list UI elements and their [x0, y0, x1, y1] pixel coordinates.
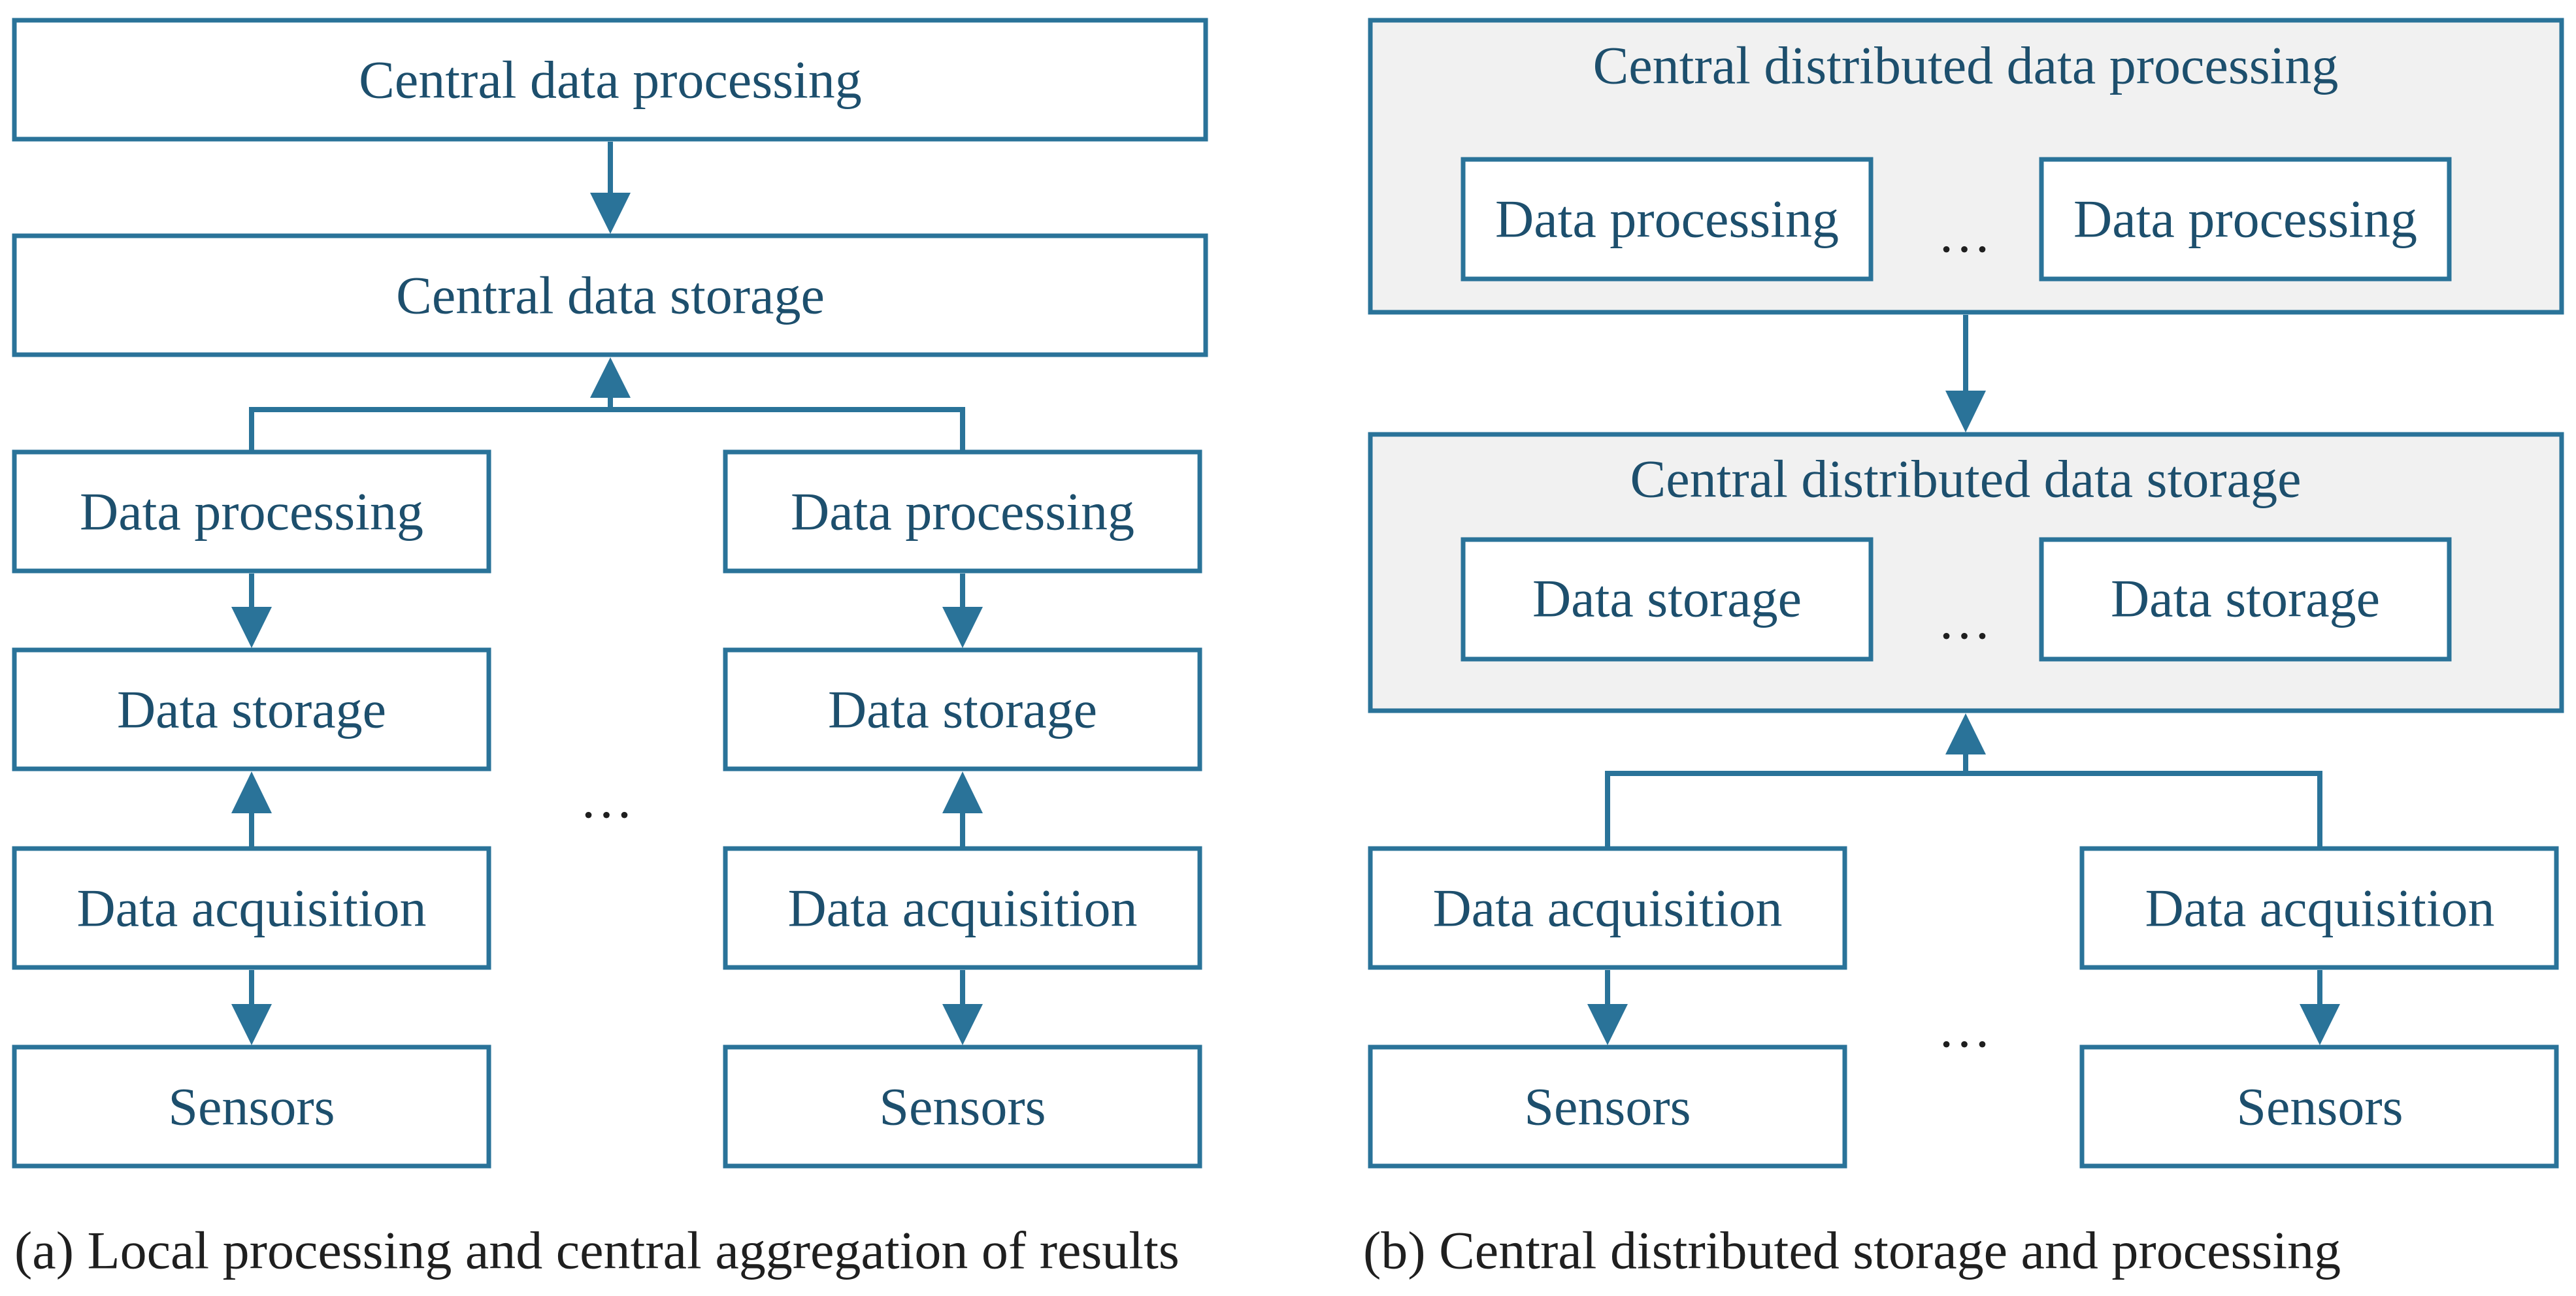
a-left-processing-to-storage-arrow — [231, 574, 272, 648]
a-right-storage-label: Data storage — [828, 680, 1097, 739]
b-right-sensors-box — [2079, 1045, 2559, 1169]
a-right-sensors-box — [723, 1045, 1202, 1169]
b-processing-left-box — [1461, 157, 1874, 282]
b-caption: (b) Central distributed storage and proc… — [1363, 1221, 2341, 1280]
a-left-storage-label: Data storage — [117, 680, 386, 739]
a-right-storage-box — [723, 647, 1202, 771]
b-merge-to-storage-group-arrow — [1605, 713, 2322, 847]
a-left-acquisition-to-storage-arrow — [231, 771, 272, 847]
b-right-acquisition-to-sensors-arrow — [2300, 970, 2340, 1045]
a-right-acquisition-to-sensors-arrow — [942, 970, 983, 1045]
a-processing-to-storage-arrow — [590, 142, 631, 234]
b-storage-group-label: Central distributed data storage — [1630, 449, 2302, 509]
a-right-acquisition-box — [723, 846, 1202, 970]
b-processing-to-storage-arrow — [1945, 315, 1986, 432]
b-right-sensors-label: Sensors — [2236, 1077, 2403, 1137]
b-storage-left-label: Data storage — [1532, 569, 1802, 628]
b-ellipsis: … — [1938, 999, 1991, 1059]
a-merge-to-central-storage-arrow — [249, 357, 965, 450]
a-left-processing-label: Data processing — [80, 482, 423, 542]
b-processing-ellipsis: … — [1938, 204, 1991, 264]
b-right-acquisition-label: Data acquisition — [2145, 879, 2494, 938]
a-central-storage-box — [12, 233, 1208, 357]
b-left-sensors-box — [1368, 1045, 1847, 1169]
a-left-sensors-box — [12, 1045, 491, 1169]
a-left-acquisition-to-sensors-arrow — [231, 970, 272, 1045]
b-left-acquisition-box — [1368, 846, 1847, 970]
b-left-acquisition-to-sensors-arrow — [1587, 970, 1628, 1045]
b-storage-left-box — [1461, 537, 1874, 662]
a-left-sensors-label: Sensors — [168, 1077, 335, 1137]
a-central-storage-label: Central data storage — [396, 266, 825, 325]
a-right-processing-to-storage-arrow — [942, 574, 983, 648]
b-processing-right-box — [2039, 157, 2452, 282]
panel-b: Central distributed data processing Data… — [1363, 18, 2564, 1280]
b-left-sensors-label: Sensors — [1524, 1077, 1691, 1137]
a-left-processing-box — [12, 449, 491, 574]
a-caption: (a) Local processing and central aggrega… — [14, 1221, 1180, 1280]
a-right-acquisition-to-storage-arrow — [942, 771, 983, 847]
a-left-acquisition-box — [12, 846, 491, 970]
a-right-processing-label: Data processing — [791, 482, 1134, 542]
b-processing-left-label: Data processing — [1495, 189, 1839, 249]
b-processing-right-label: Data processing — [2073, 189, 2417, 249]
b-storage-right-box — [2039, 537, 2452, 662]
a-central-processing-box — [12, 18, 1208, 142]
b-left-acquisition-label: Data acquisition — [1432, 879, 1782, 938]
b-storage-right-label: Data storage — [2111, 569, 2380, 628]
a-ellipsis: … — [580, 770, 633, 830]
b-right-acquisition-box — [2079, 846, 2559, 970]
a-right-sensors-label: Sensors — [879, 1077, 1046, 1137]
panel-a: Central data processing Central data sto… — [12, 18, 1208, 1280]
a-right-acquisition-label: Data acquisition — [787, 879, 1137, 938]
a-left-storage-box — [12, 647, 491, 771]
a-central-processing-label: Central data processing — [359, 50, 862, 110]
b-processing-group-label: Central distributed data processing — [1593, 36, 2339, 95]
a-left-acquisition-label: Data acquisition — [76, 879, 426, 938]
a-right-processing-box — [723, 449, 1202, 574]
b-storage-ellipsis: … — [1938, 591, 1991, 651]
